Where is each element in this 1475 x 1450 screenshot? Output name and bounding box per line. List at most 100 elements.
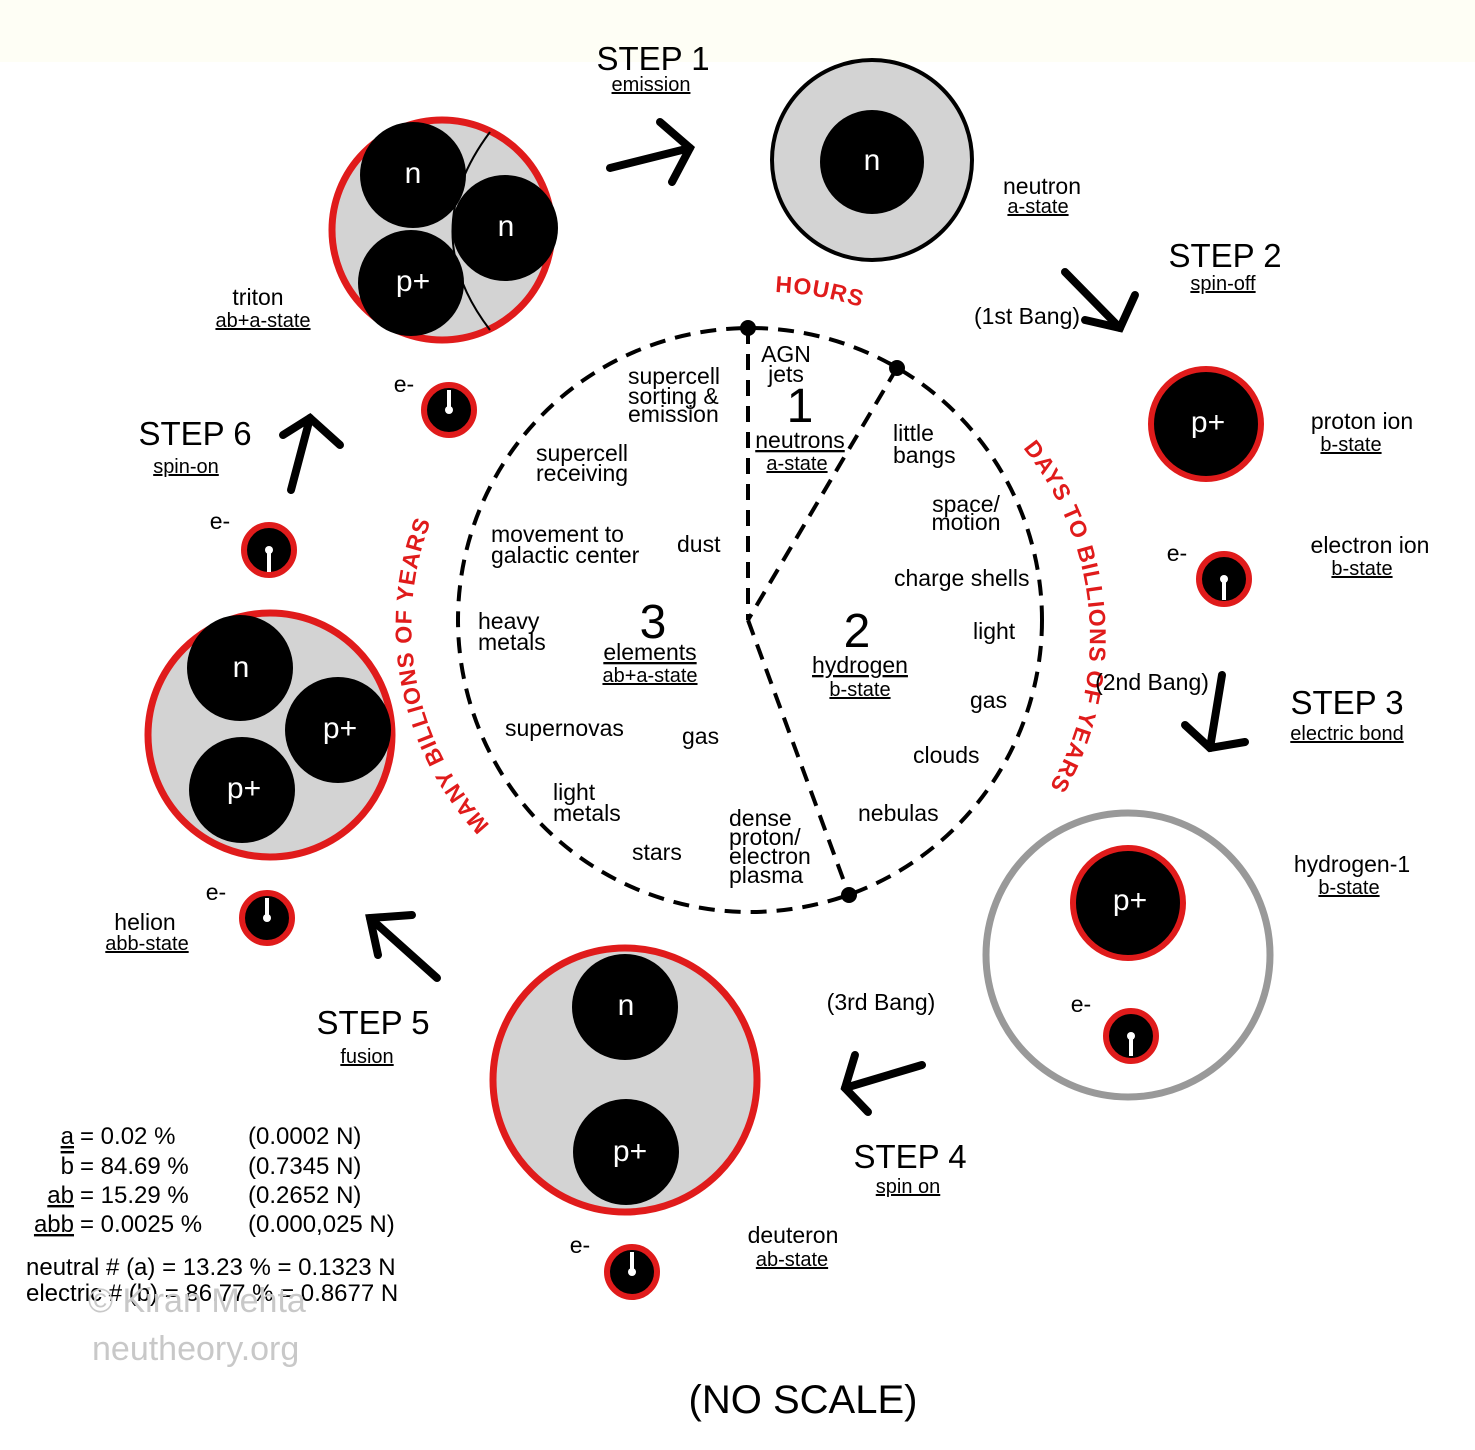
neutral-total: neutral # (a) = 13.23 % = 0.1323 N [26,1254,396,1281]
triton-neutron-symbol: n [405,157,422,190]
symbol-ab: ab [47,1182,74,1209]
electron-icon [604,1244,660,1300]
arrow-icon [1061,268,1139,333]
percentage-table: a = 0.02 % (0.0002 N) b = 84.69 % (0.734… [26,1123,398,1307]
cycle-label-bangs: bangs [893,442,956,468]
cycle-label-supercell-sort: supercell [628,363,720,389]
arrow-icon [365,911,441,982]
cycle-label-space: space/ [932,491,1000,517]
sector-name-2: hydrogen [812,652,908,678]
arc-label-many: MANY BILLIONS OF YEARS [390,514,493,839]
pct-b: = 84.69 % [80,1153,189,1180]
proton-ion-name: proton ion [1311,408,1413,434]
hydrogen-electron-symbol: e- [1071,991,1091,1017]
cycle-label-nebulas: nebulas [858,800,939,826]
sector-state-2: b-state [829,679,890,701]
n-abb: (0.000,025 N) [248,1211,395,1238]
pct-abb: = 0.0025 % [80,1211,202,1238]
deuteron-name: deuteron [748,1222,839,1248]
cycle-label-clouds: clouds [913,742,979,768]
cycle-label-proton: proton/ [729,824,801,850]
step-6-title: STEP 6 [138,415,251,452]
helion-state: abb-state [105,933,188,955]
cycle-label-electron: electron [729,843,811,869]
helion-neutron-symbol: n [233,651,250,684]
sector-state-1: a-state [766,453,827,475]
cycle-label-heavy: heavy [478,608,540,634]
n-a: (0.0002 N) [248,1123,361,1150]
electron-icon [1196,551,1252,607]
helion-name: helion [114,909,175,935]
step-1-action: emission [612,74,691,96]
electric-total: electric # (b) = 86.77 % = 0.8677 N [26,1280,398,1307]
sector-number-2: 2 [844,605,871,658]
cycle-label-light-metals-2: metals [553,800,621,826]
electron-ion-name: electron ion [1311,532,1430,558]
watermark-author: © Kiran Mehta [88,1282,306,1320]
proton-ion-symbol: p+ [1191,406,1225,439]
top-band [0,0,1475,62]
cycle-label-supernovas: supernovas [505,715,624,741]
bang-1: (1st Bang) [974,303,1080,329]
deuteron-neutron-symbol: n [618,989,635,1022]
divider-line-3 [746,619,851,896]
node-dot [841,887,857,903]
n-ab: (0.2652 N) [248,1182,361,1209]
pct-a: = 0.02 % [80,1123,175,1150]
proton-ion-particle: p+ [1148,366,1264,482]
helion-proton-symbol-2: p+ [227,772,261,805]
cycle-label-agn: AGN [761,341,811,367]
divider-line-2 [746,366,899,622]
cycle-label-charge: charge shells [894,565,1030,591]
electron-icon [239,890,295,946]
neutron-symbol: n [864,144,881,177]
step-3-title: STEP 3 [1290,684,1403,721]
triton-electron-symbol: e- [394,371,414,397]
hydrogen-1-atom: p+ e- [982,809,1274,1101]
cycle-label-galactic: galactic center [491,542,640,568]
sector-number-3: 3 [640,596,667,649]
sector-name-3: elements [603,639,696,665]
deuteron-electron-symbol: e- [570,1232,590,1258]
triton-proton-symbol: p+ [396,265,430,298]
symbol-a: a [61,1123,75,1150]
cycle-label-plasma: plasma [729,862,803,888]
cycle-circle [456,326,1044,914]
node-dot [740,320,756,336]
step-6-action: spin-on [153,456,219,478]
cycle-label-receiving: receiving [536,460,628,486]
n-b: (0.7345 N) [248,1153,361,1180]
electron-icon [421,382,477,438]
neutron-particle: n [770,58,974,262]
sector-number-1: 1 [787,380,814,433]
bang-3: (3rd Bang) [827,989,936,1015]
electron-ion-state: b-state [1331,558,1392,580]
cycle-label-sorting: sorting & [628,383,719,409]
hydrogen-1-name: hydrogen-1 [1294,851,1410,877]
hydrogen-1-state: b-state [1318,877,1379,899]
cycle-label-gas2: gas [970,687,1007,713]
bang-2: (2nd Bang) [1095,669,1209,695]
step-6-electron-symbol: e- [210,508,230,534]
triton-particle: n p+ n [328,116,558,344]
helion-proton-symbol: p+ [323,712,357,745]
electron-icon [241,522,297,578]
step-5-title: STEP 5 [316,1004,429,1041]
cycle-label-jets: jets [767,361,804,387]
step-3-action: electric bond [1290,723,1403,745]
cycle-label-dense: dense [729,805,792,831]
hydrogen-proton-symbol: p+ [1113,884,1147,917]
deuteron-proton-symbol: p+ [613,1135,647,1168]
cycle-label-emission: emission [628,401,719,427]
helion-electron-symbol: e- [206,879,226,905]
cycle-label-stars: stars [632,839,682,865]
cycle-label-movement: movement to [491,521,624,547]
symbol-b: b [61,1153,74,1180]
arrow-icon [840,1051,926,1116]
arc-label-days: DAYS TO BILLIONS OF YEARS [1019,435,1111,798]
no-scale-note: (NO SCALE) [689,1378,918,1422]
triton-name: triton [232,284,283,310]
step-4-action: spin on [876,1176,941,1198]
watermark-site: neutheory.org [92,1330,299,1368]
pct-ab: = 15.29 % [80,1182,189,1209]
